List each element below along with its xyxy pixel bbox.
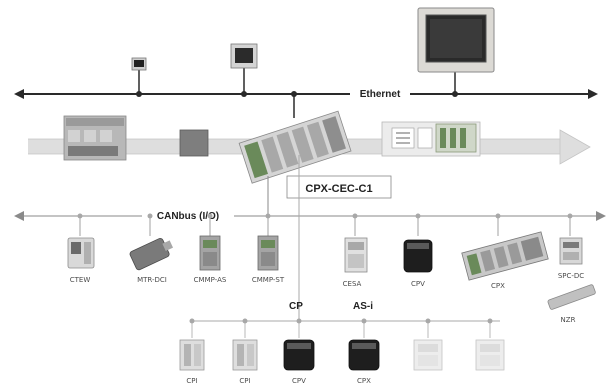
cp-asi-bus: CP AS-i — [189, 301, 500, 338]
ethernet-bus: Ethernet — [14, 86, 598, 100]
canbus-line: CANbus (I/O) — [14, 176, 606, 222]
cpx-cec-controller — [238, 91, 352, 184]
label-mtr-dci: MTR-DCI — [137, 276, 167, 284]
device-mtr-dci: MTR-DCI — [129, 238, 174, 284]
canbus-label: CANbus (I/O) — [157, 211, 219, 222]
label-cpx-bottom: CPX — [357, 377, 371, 385]
device-cpi-1: CPI — [179, 339, 205, 385]
label-cpv-can: CPV — [411, 280, 425, 288]
device-ctew: CTEW — [67, 237, 95, 284]
label-cmmp-as: CMMP-AS — [194, 276, 227, 284]
label-ctew: CTEW — [70, 276, 91, 284]
label-cpv-bottom: CPV — [292, 377, 306, 385]
label-nzr: NZR — [561, 316, 576, 324]
controller-box — [179, 129, 209, 157]
device-cpv-can: CPV — [403, 239, 433, 288]
hmi-panel-large — [417, 7, 495, 97]
device-cpx-bottom: CPX — [348, 339, 380, 385]
label-cesa: CESA — [343, 280, 362, 288]
label-cmmp-st: CMMP-ST — [252, 276, 285, 284]
controller-label-box: CPX-CEC-C1 — [286, 175, 392, 199]
label-cpi-1: CPI — [186, 377, 197, 385]
label-spc-dc: SPC-DC — [558, 272, 584, 280]
hmi-panel-small — [131, 57, 147, 97]
device-spc-dc: SPC-DC — [558, 237, 584, 280]
hmi-panel-medium — [230, 43, 258, 97]
label-cpi-2: CPI — [239, 377, 250, 385]
device-cpi-2: CPI — [232, 339, 258, 385]
controller-label: CPX-CEC-C1 — [305, 183, 372, 195]
device-asi-module-1 — [413, 339, 443, 371]
device-cmmp-st: CMMP-ST — [252, 235, 285, 284]
label-cpx-can: CPX — [491, 282, 505, 290]
machine-module-left — [63, 115, 127, 161]
device-cmmp-as: CMMP-AS — [194, 235, 227, 284]
device-cpv-bottom: CPV — [283, 339, 315, 385]
cp-label: CP — [289, 301, 303, 312]
device-cpx-can: CPX — [461, 231, 549, 290]
device-asi-module-2 — [475, 339, 505, 371]
device-nzr: NZR — [547, 284, 596, 324]
can-nodes — [77, 213, 573, 236]
ethernet-label: Ethernet — [360, 89, 401, 100]
asi-label: AS-i — [353, 301, 373, 312]
valve-terminal-right — [381, 121, 481, 157]
device-cesa: CESA — [343, 237, 368, 288]
